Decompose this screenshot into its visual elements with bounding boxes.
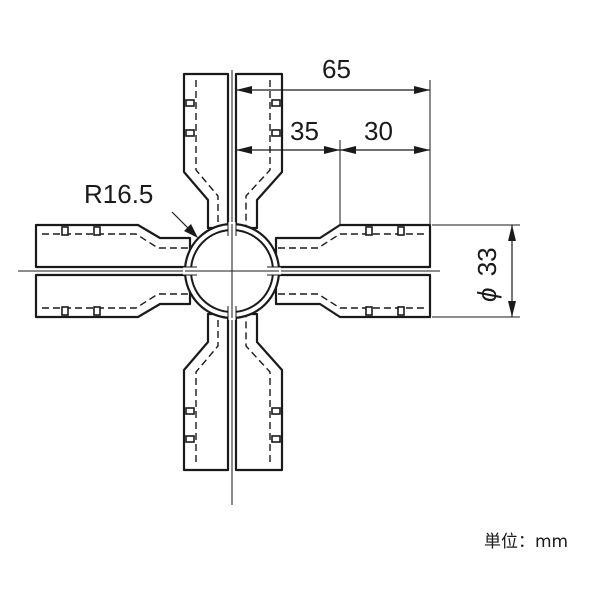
dimension-diameter: ϕ 33 — [432, 224, 520, 318]
slots-top — [185, 99, 281, 137]
unit-label: 単位：mm — [484, 532, 568, 552]
dimension-split: 35 30 — [236, 116, 430, 225]
dim-outer-label: 30 — [364, 116, 393, 146]
dim-radius-label: R16.5 — [84, 179, 153, 209]
slots-left — [61, 226, 101, 316]
slots-bottom — [185, 407, 281, 443]
dimension-radius: R16.5 — [84, 179, 198, 238]
slots-right — [365, 226, 405, 316]
dim-inner-label: 35 — [290, 116, 319, 146]
arm-top — [182, 72, 284, 230]
diameter-value: 33 — [472, 247, 502, 276]
arm-bottom — [182, 312, 284, 472]
center-ring — [183, 222, 281, 320]
dim-overall-label: 65 — [322, 54, 351, 84]
diameter-symbol: ϕ — [472, 288, 502, 302]
arm-left — [34, 223, 192, 319]
dim-diameter-label: ϕ 33 — [472, 247, 502, 302]
dimension-overall: 65 — [236, 54, 431, 225]
